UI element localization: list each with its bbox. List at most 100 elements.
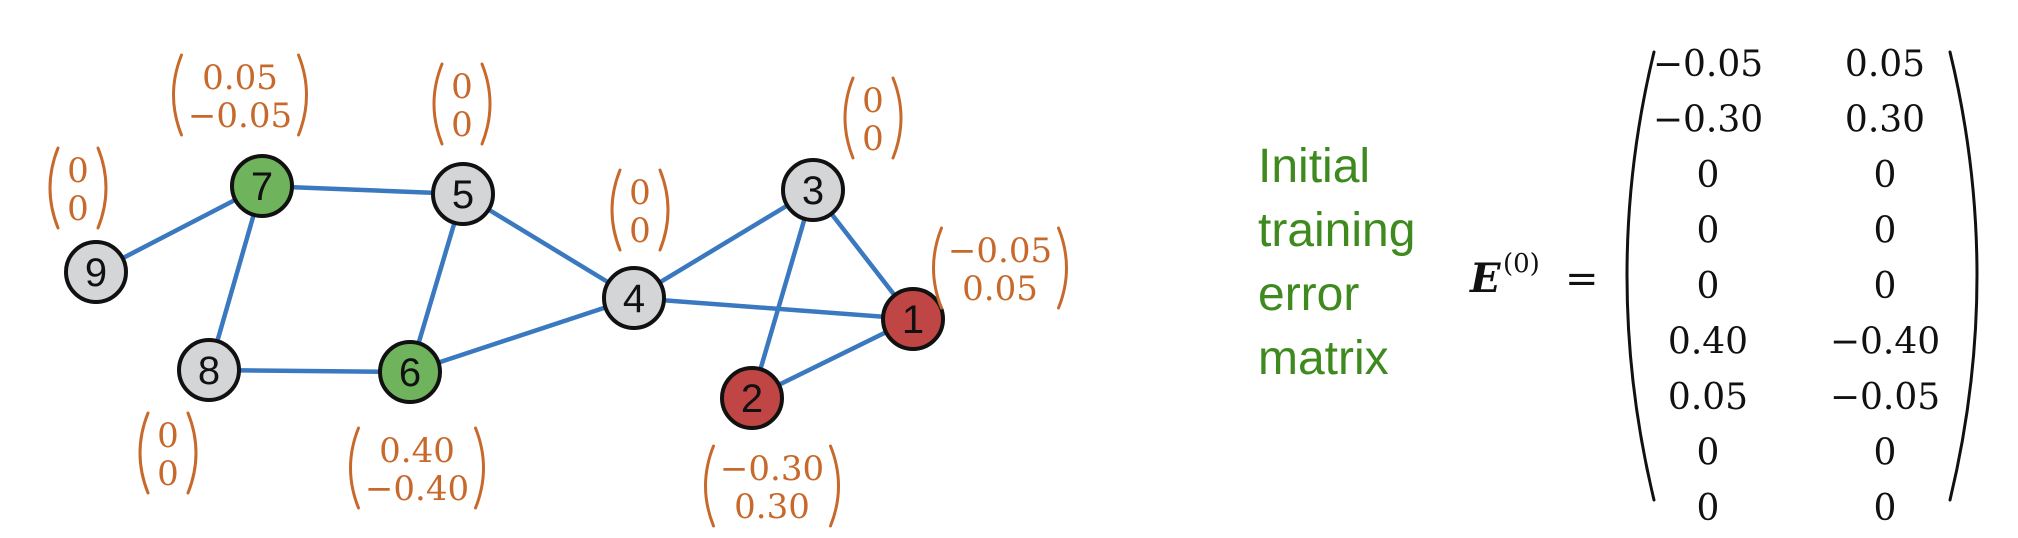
node-8-label: 8 bbox=[198, 349, 220, 393]
node-7-vector-top: 0.05 bbox=[202, 58, 278, 98]
node-6-vector-right-paren bbox=[474, 426, 485, 510]
node-8-circle bbox=[177, 338, 241, 402]
node-7-vector: 0.05−0.05 bbox=[172, 53, 308, 137]
node-9-vector-left-paren bbox=[48, 146, 60, 230]
node-2-vector-bottom: 0.30 bbox=[734, 487, 810, 527]
node-4-label: 4 bbox=[623, 277, 645, 321]
node-1-label: 1 bbox=[902, 298, 924, 342]
matrix-cell-r8-c1: 0 bbox=[1697, 433, 1720, 474]
node-7-label: 7 bbox=[251, 165, 273, 209]
node-9-vector-bottom: 0 bbox=[67, 189, 89, 229]
matrix-cell-r7-c1: 0.05 bbox=[1668, 377, 1748, 418]
node-1-vector-bottom: 0.05 bbox=[962, 269, 1038, 309]
edge-3-2 bbox=[749, 187, 816, 401]
node-5-vector-left-paren bbox=[432, 62, 444, 146]
node-3-circle bbox=[781, 158, 845, 222]
node-2-label: 2 bbox=[741, 377, 763, 421]
node-6-vector-left-paren bbox=[349, 426, 360, 510]
matrix-cell-r6-c2: −0.40 bbox=[1830, 322, 1940, 363]
node-6-vector-top: 0.40 bbox=[379, 431, 455, 471]
node-3: 3 bbox=[781, 158, 845, 222]
node-1-vector-right-paren bbox=[1057, 226, 1068, 310]
matrix-cell-r1-c1: −0.05 bbox=[1653, 44, 1763, 85]
node-1-circle bbox=[881, 287, 945, 351]
node-4-vector-right-paren bbox=[658, 168, 670, 252]
node-9-label: 9 bbox=[85, 251, 107, 295]
node-3-vector-left-paren bbox=[843, 76, 855, 160]
node-6-circle bbox=[378, 340, 442, 404]
matrix-cell-r6-c1: 0.40 bbox=[1668, 322, 1748, 363]
node-9-circle bbox=[64, 240, 128, 304]
matrix-cell-r3-c1: 0 bbox=[1697, 155, 1720, 196]
equals-sign: = bbox=[1565, 256, 1599, 302]
node-1-vector-left-paren bbox=[932, 226, 943, 310]
matrix-right-bracket bbox=[1948, 50, 1979, 502]
matrix-cell-r9-c1: 0 bbox=[1697, 488, 1720, 529]
node-1-vector-top: −0.05 bbox=[948, 231, 1052, 271]
matrix-cell-r8-c2: 0 bbox=[1874, 433, 1897, 474]
node-8-vector-left-paren bbox=[138, 411, 150, 495]
matrix-cell-r5-c1: 0 bbox=[1697, 266, 1720, 307]
node-5-vector: 00 bbox=[432, 62, 492, 146]
node-4-vector-bottom: 0 bbox=[629, 211, 651, 251]
node-5: 5 bbox=[431, 162, 495, 226]
node-8-vector: 00 bbox=[138, 411, 198, 495]
node-2-vector-top: −0.30 bbox=[720, 449, 824, 489]
edge-6-4 bbox=[407, 295, 637, 375]
matrix-cell-r2-c1: −0.30 bbox=[1653, 100, 1763, 141]
node-1-vector: −0.050.05 bbox=[932, 226, 1068, 310]
initial-training-error-matrix-label: Initial training error matrix bbox=[1258, 140, 1415, 385]
node-2: 2 bbox=[720, 366, 784, 430]
node-9-vector-right-paren bbox=[96, 146, 108, 230]
matrix-cell-r5-c2: 0 bbox=[1874, 266, 1897, 307]
node-3-vector-top: 0 bbox=[862, 81, 884, 121]
node-2-vector-left-paren bbox=[704, 444, 715, 528]
graph-nodes: 1 2 3 4 5 6 7 8 9 bbox=[64, 154, 945, 430]
side-label-line-2: training bbox=[1258, 204, 1415, 257]
matrix-cell-r9-c2: 0 bbox=[1874, 488, 1897, 529]
matrix-symbol: E bbox=[1469, 255, 1501, 302]
matrix-cell-r1-c2: 0.05 bbox=[1845, 44, 1925, 85]
edge-7-5 bbox=[259, 183, 466, 197]
side-label-line-4: matrix bbox=[1258, 332, 1389, 385]
node-4-circle bbox=[602, 266, 666, 330]
node-6-vector-bottom: −0.40 bbox=[365, 469, 469, 509]
node-5-circle bbox=[431, 162, 495, 226]
node-2-vector-right-paren bbox=[829, 444, 840, 528]
matrix-cell-r4-c2: 0 bbox=[1874, 211, 1897, 252]
node-5-vector-top: 0 bbox=[451, 67, 473, 107]
matrix-superscript: (0) bbox=[1503, 249, 1540, 279]
side-label-line-3: error bbox=[1258, 268, 1359, 321]
node-8-vector-right-paren bbox=[186, 411, 198, 495]
node-5-vector-bottom: 0 bbox=[451, 105, 473, 145]
node-7-vector-bottom: −0.05 bbox=[188, 96, 292, 136]
node-6-label: 6 bbox=[399, 351, 421, 395]
node-6: 6 bbox=[378, 340, 442, 404]
edge-4-3 bbox=[631, 187, 816, 301]
matrix-cell-r4-c1: 0 bbox=[1697, 211, 1720, 252]
node-2-vector: −0.300.30 bbox=[704, 444, 840, 528]
error-matrix-equation: E (0) = −0.05 0.05 −0.30 0.30 0 0 0 0 0 0 0.40 −0.4… bbox=[1469, 44, 1979, 529]
node-5-vector-right-paren bbox=[480, 62, 492, 146]
node-8: 8 bbox=[177, 338, 241, 402]
node-3-vector-right-paren bbox=[891, 76, 903, 160]
node-7-vector-right-paren bbox=[297, 53, 308, 137]
node-4-vector: 00 bbox=[610, 168, 670, 252]
node-9-vector: 00 bbox=[48, 146, 108, 230]
node-4-vector-left-paren bbox=[610, 168, 622, 252]
node-7-vector-left-paren bbox=[172, 53, 183, 137]
node-3-vector: 00 bbox=[843, 76, 903, 160]
node-4-vector-top: 0 bbox=[629, 173, 651, 213]
node-3-vector-bottom: 0 bbox=[862, 119, 884, 159]
node-7: 7 bbox=[230, 154, 294, 218]
edge-8-6 bbox=[206, 367, 413, 375]
edge-5-4 bbox=[460, 191, 637, 301]
matrix-cell-r2-c2: 0.30 bbox=[1845, 100, 1925, 141]
node-7-circle bbox=[230, 154, 294, 218]
node-9: 9 bbox=[64, 240, 128, 304]
node-4: 4 bbox=[602, 266, 666, 330]
node-error-vectors: −0.050.05−0.300.300000000.40−0.400.05−0.… bbox=[48, 53, 1068, 528]
node-1: 1 bbox=[881, 287, 945, 351]
node-8-vector-top: 0 bbox=[157, 416, 179, 456]
